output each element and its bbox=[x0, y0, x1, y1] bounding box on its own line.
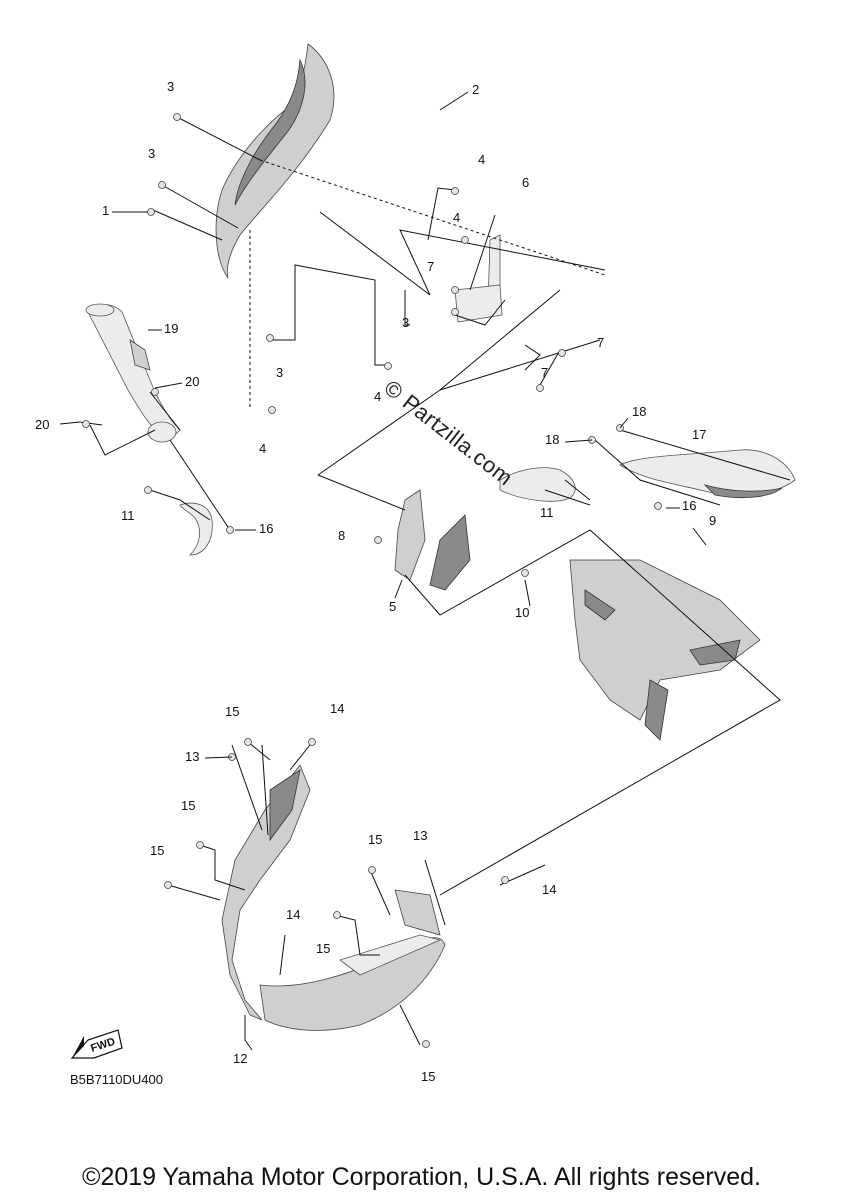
callout-13: 13 bbox=[185, 749, 199, 764]
callout-3: 3 bbox=[402, 315, 409, 330]
callout-15: 15 bbox=[181, 798, 195, 813]
callout-4: 4 bbox=[374, 389, 381, 404]
callout-3: 3 bbox=[276, 365, 283, 380]
callout-15: 15 bbox=[368, 832, 382, 847]
callout-3: 3 bbox=[148, 146, 155, 161]
callout-7: 7 bbox=[427, 259, 434, 274]
callout-12: 12 bbox=[233, 1051, 247, 1066]
callout-7: 7 bbox=[541, 365, 548, 380]
callout-10: 10 bbox=[515, 605, 529, 620]
callout-17: 17 bbox=[692, 427, 706, 442]
windscreen-part bbox=[215, 43, 335, 279]
callout-14: 14 bbox=[330, 701, 344, 716]
callout-15: 15 bbox=[316, 941, 330, 956]
leader-lines bbox=[79, 116, 791, 1051]
callout-ticks bbox=[59, 91, 707, 759]
callout-9: 9 bbox=[709, 513, 716, 528]
callout-1: 1 bbox=[102, 203, 109, 218]
callout-11: 11 bbox=[540, 505, 554, 520]
air-duct-part bbox=[85, 303, 181, 443]
air-duct-right-part bbox=[499, 449, 796, 502]
callout-7: 7 bbox=[597, 335, 604, 350]
callout-19: 19 bbox=[164, 321, 178, 336]
callout-20: 20 bbox=[35, 417, 49, 432]
side-cowl-part bbox=[221, 764, 446, 1031]
callout-13: 13 bbox=[413, 828, 427, 843]
callout-6: 6 bbox=[522, 175, 529, 190]
copyright-notice: ©2019 Yamaha Motor Corporation, U.S.A. A… bbox=[82, 1163, 761, 1191]
fasteners bbox=[82, 113, 662, 1048]
callout-20: 20 bbox=[185, 374, 199, 389]
callout-18: 18 bbox=[632, 404, 646, 419]
callout-16: 16 bbox=[682, 498, 696, 513]
front-stay-part bbox=[569, 559, 761, 741]
callout-4: 4 bbox=[478, 152, 485, 167]
callout-18: 18 bbox=[545, 432, 559, 447]
callout-16: 16 bbox=[259, 521, 273, 536]
callout-5: 5 bbox=[389, 599, 396, 614]
callout-15: 15 bbox=[421, 1069, 435, 1084]
callout-15: 15 bbox=[150, 843, 164, 858]
callout-14: 14 bbox=[286, 907, 300, 922]
callout-11: 11 bbox=[121, 508, 135, 523]
fwd-arrow-icon: FWD bbox=[70, 1029, 123, 1059]
callout-4: 4 bbox=[259, 441, 266, 456]
callout-4: 4 bbox=[453, 210, 460, 225]
callouts: 1 2 3 3 3 3 4 4 4 4 5 6 7 7 7 8 9 10 11 … bbox=[35, 79, 716, 1084]
callout-14: 14 bbox=[542, 882, 556, 897]
inner-panel-part bbox=[394, 489, 471, 591]
callout-2: 2 bbox=[472, 82, 479, 97]
diagram-code: B5B7110DU400 bbox=[70, 1072, 163, 1087]
callout-3: 3 bbox=[167, 79, 174, 94]
callout-8: 8 bbox=[338, 528, 345, 543]
callout-15: 15 bbox=[225, 704, 239, 719]
